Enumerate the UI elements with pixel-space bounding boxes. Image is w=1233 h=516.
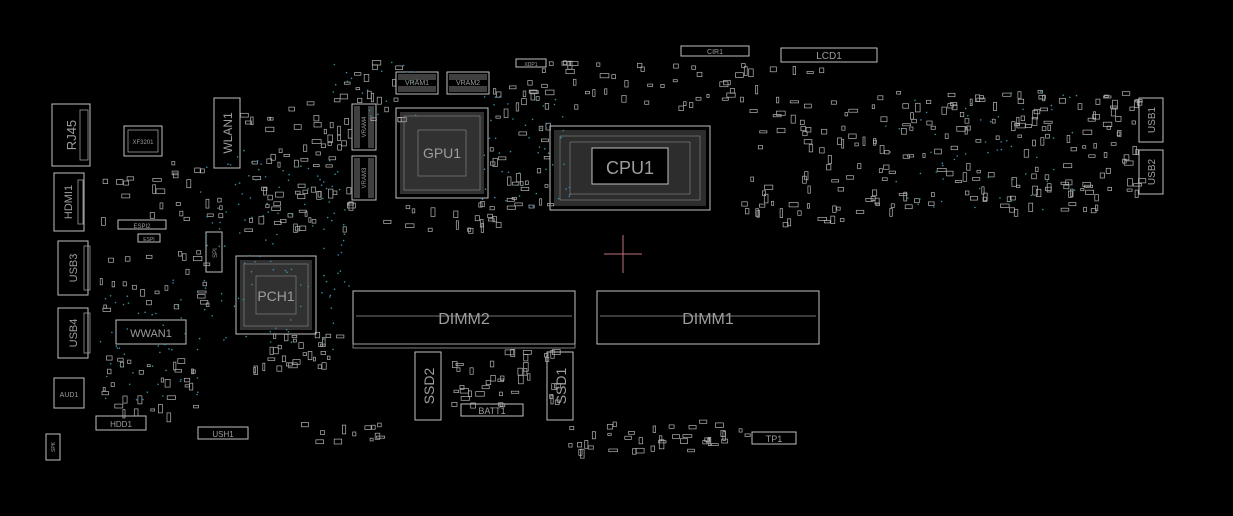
dimm1-slot[interactable]: DIMM1 <box>596 290 820 345</box>
espi-header[interactable]: ESPI <box>137 233 161 243</box>
cpu1-chip[interactable]: CPU1 <box>549 125 711 211</box>
usb2-connector[interactable]: USB2 <box>1138 149 1164 195</box>
vram4-chip[interactable]: VRAM4 <box>351 103 377 151</box>
cpu1-label: CPU1 <box>606 158 654 178</box>
rj45-label: RJ45 <box>64 120 79 150</box>
wlan1-slot[interactable]: WLAN1 <box>213 97 241 169</box>
usb3-connector[interactable]: USB3 <box>57 240 91 296</box>
aud1-label: AUD1 <box>60 392 79 399</box>
usb3-label: USB3 <box>68 254 80 283</box>
ssd2-label: SSD2 <box>421 368 437 405</box>
spi-chip[interactable]: SPI <box>205 231 223 273</box>
ssd2-slot[interactable]: SSD2 <box>414 351 442 421</box>
batt1-label: BATT1 <box>478 406 505 416</box>
hdmi1-connector[interactable]: HDMI1 <box>53 172 85 232</box>
dimm1-label: DIMM1 <box>682 311 734 328</box>
usb-header-label: USH1 <box>212 430 234 439</box>
lcd1-connector[interactable]: LCD1 <box>780 47 878 63</box>
cir1-label: CIR1 <box>707 49 723 56</box>
passive-components <box>99 60 1147 459</box>
cir1-connector[interactable]: CIR1 <box>680 45 750 57</box>
vram4-label: VRAM4 <box>362 116 368 137</box>
vram2-label: VRAM2 <box>456 80 480 87</box>
xf3201-component[interactable]: XF3201 <box>123 125 163 157</box>
dimm2-slot[interactable]: DIMM2 <box>352 290 576 349</box>
wwan1-slot[interactable]: WWAN1 <box>115 319 187 345</box>
pch1-chip[interactable]: PCH1 <box>235 255 317 335</box>
usb1-label: USB1 <box>1147 107 1158 134</box>
ssd1-slot[interactable]: SSD1 <box>546 351 574 421</box>
rj45-connector[interactable]: RJ45 <box>51 103 91 167</box>
tp1-connector[interactable]: TP1 <box>751 431 797 445</box>
wlan1-label: WLAN1 <box>221 112 235 154</box>
espi-label: ESPI <box>143 237 154 243</box>
vram3-chip[interactable]: VRAM3 <box>351 155 377 201</box>
aud1-connector[interactable]: AUD1 <box>53 377 85 409</box>
cursor-crosshair <box>604 235 642 273</box>
vram1-chip[interactable]: VRAM1 <box>395 71 439 95</box>
pch1-label: PCH1 <box>257 288 295 304</box>
gpu1-label: GPU1 <box>423 145 461 161</box>
usb1-connector[interactable]: USB1 <box>1138 97 1164 143</box>
batt1-connector[interactable]: BATT1 <box>460 403 524 417</box>
xf3201-label: XF3201 <box>132 140 154 146</box>
hdmi1-label: HDMI1 <box>63 185 75 219</box>
hdd1-connector[interactable]: HDD1 <box>95 415 147 431</box>
xdp1-label: XDP1 <box>524 62 537 68</box>
xdp1-header[interactable]: XDP1 <box>515 58 547 68</box>
usb2-label: USB2 <box>1147 159 1158 186</box>
spi-label: SPI <box>213 248 219 258</box>
via-dots <box>99 61 1078 401</box>
usb4-label: USB4 <box>68 319 80 348</box>
vram3-label: VRAM3 <box>362 167 368 188</box>
wwan1-label: WWAN1 <box>130 328 172 340</box>
lcd1-label: LCD1 <box>816 51 842 62</box>
usb4-connector[interactable]: USB4 <box>57 307 91 359</box>
spk-label: SPK <box>51 441 57 452</box>
vram2-chip[interactable]: VRAM2 <box>446 71 490 95</box>
espi2-header[interactable]: ESPI2 <box>117 219 167 230</box>
hdd1-label: HDD1 <box>110 420 132 429</box>
usb-header-usb1[interactable]: USH1 <box>197 426 249 440</box>
espi2-label: ESPI2 <box>133 224 151 230</box>
gpu1-chip[interactable]: GPU1 <box>395 107 489 199</box>
dimm2-label: DIMM2 <box>438 311 490 328</box>
spk-connector[interactable]: SPK <box>45 433 61 461</box>
vram1-label: VRAM1 <box>405 80 429 87</box>
tp1-label: TP1 <box>766 434 783 444</box>
